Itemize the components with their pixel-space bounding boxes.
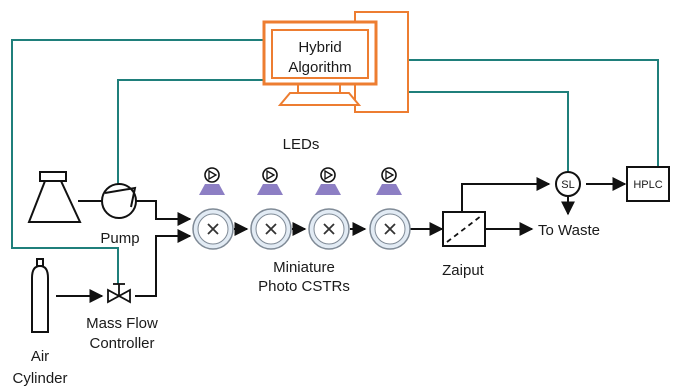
monitor-icon (262, 11, 409, 113)
signal-line-mfc (11, 39, 268, 284)
gas-cylinder-icon (31, 258, 49, 333)
mfc-label-line2: Controller (89, 335, 154, 352)
zaiput-label: Zaiput (442, 262, 485, 279)
flask-icon (27, 171, 82, 223)
mfc-label-line1: Mass Flow (86, 315, 158, 332)
hplc-label: HPLC (633, 179, 662, 191)
signal-line-pump (117, 79, 268, 186)
signal-lines (11, 39, 659, 284)
sample-loop-icon (555, 171, 581, 197)
pump-icon (101, 183, 137, 219)
hplc-box (626, 166, 670, 202)
reactor-icon (192, 208, 234, 250)
computer-title-line2: Algorithm (288, 59, 351, 76)
flow-line-pump-reactor (136, 200, 192, 226)
signal-line-sample-loop (390, 91, 569, 176)
flow-lines (56, 177, 627, 303)
led-icon (315, 167, 341, 195)
air-label-line1: Air (31, 348, 49, 365)
air-label-line2: Cylinder (12, 370, 67, 387)
reactor-icon (369, 208, 411, 250)
led-icon (376, 167, 402, 195)
flow-line-zaiput-sl (461, 177, 551, 212)
leds-label: LEDs (283, 136, 320, 153)
signal-line-hplc (372, 59, 659, 167)
sample-loop-label: SL (561, 179, 574, 191)
reactor-icon (250, 208, 292, 250)
led-icon (199, 167, 225, 195)
pump-label: Pump (100, 230, 139, 247)
led-icon (257, 167, 283, 195)
flow-line-mfc-reactor (135, 229, 192, 297)
waste-label: To Waste (538, 222, 600, 239)
valve-icon (107, 283, 131, 304)
membrane-separator-icon (442, 211, 486, 247)
computer-title-line1: Hybrid (298, 39, 341, 56)
reactor-icon (308, 208, 350, 250)
reactors-label-line2: Photo CSTRs (258, 278, 350, 295)
reactors-label-line1: Miniature (273, 259, 335, 276)
